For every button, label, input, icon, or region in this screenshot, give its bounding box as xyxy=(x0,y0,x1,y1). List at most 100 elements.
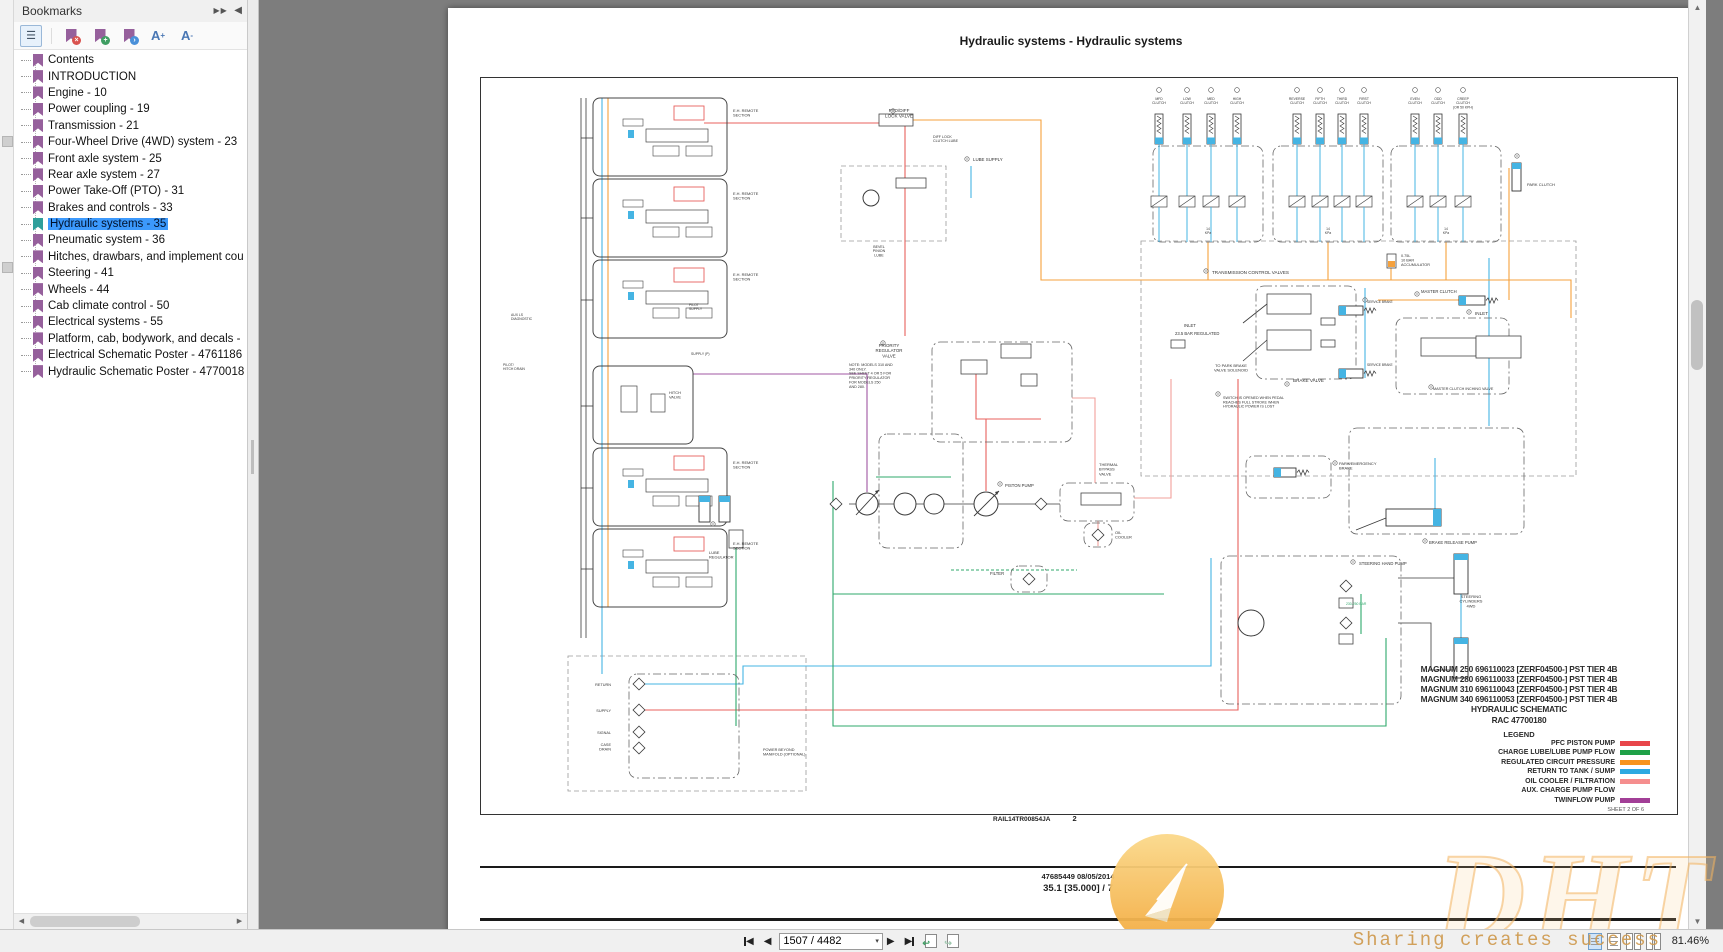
scroll-down-icon[interactable]: ▼ xyxy=(1693,917,1702,926)
svg-text:SUPPLY (P): SUPPLY (P) xyxy=(691,352,710,356)
bookmark-item[interactable]: Hydraulic systems - 35 xyxy=(14,216,247,232)
bookmark-label: Wheels - 44 xyxy=(48,283,110,296)
bookmark-label: Pneumatic system - 36 xyxy=(48,234,165,247)
bookmark-icon xyxy=(33,217,43,231)
last-page-button[interactable]: ▶ xyxy=(904,935,915,947)
panel-float-icon[interactable]: ▶▶ xyxy=(213,6,228,15)
bookmarks-panel-header: Bookmarks ▶▶ ◀ xyxy=(14,0,247,23)
delete-badge-icon: × xyxy=(72,35,81,45)
legend-row: REGULATED CIRCUIT PRESSURE xyxy=(1388,758,1650,768)
panel-horizontal-scrollbar[interactable]: ◀ ▶ xyxy=(14,913,247,929)
bookmark-item[interactable]: Electrical Schematic Poster - 4761186 xyxy=(14,347,247,363)
bookmark-item[interactable]: Hydraulic Schematic Poster - 4770018 xyxy=(14,363,247,379)
zoom-level[interactable]: 81.46% xyxy=(1671,935,1709,947)
sheet-note: SHEET 2 OF 6 xyxy=(1607,807,1644,814)
bookmark-icon xyxy=(123,28,135,43)
vertical-scrollbar[interactable]: ▲ ▼ xyxy=(1688,0,1706,930)
bookmark-item[interactable]: Engine - 10 xyxy=(14,85,247,101)
next-view-button[interactable]: ↪ xyxy=(944,934,960,948)
bookmark-item[interactable]: Power coupling - 19 xyxy=(14,101,247,117)
previous-page-button[interactable]: ◀ xyxy=(763,935,772,947)
previous-view-button[interactable]: ↩ xyxy=(922,934,938,948)
legend-row: PFC PISTON PUMP xyxy=(1388,739,1650,749)
bookmark-item[interactable]: Rear axle system - 27 xyxy=(14,167,247,183)
bookmark-item[interactable]: Steering - 41 xyxy=(14,265,247,281)
facing-view-button[interactable] xyxy=(1625,932,1641,950)
legend-row: OIL COOLER / FILTRATION xyxy=(1388,777,1650,787)
panel-splitter[interactable] xyxy=(248,0,259,930)
bookmark-icon xyxy=(33,168,43,182)
svg-text:MASTER CLUTCH: MASTER CLUTCH xyxy=(1421,289,1457,294)
bookmark-item[interactable]: Electrical systems - 55 xyxy=(14,314,247,330)
model-lines: MAGNUM 250 696110023 [ZERF04500-] PST TI… xyxy=(1420,664,1618,725)
increase-text-size-button[interactable]: A+ xyxy=(150,28,166,43)
legend-row: AUX. CHARGE PUMP FLOW xyxy=(1388,786,1650,796)
bookmark-icon xyxy=(65,28,77,43)
page-number-input[interactable] xyxy=(779,932,884,950)
scrollbar-thumb[interactable] xyxy=(1691,300,1703,370)
bookmark-item[interactable]: Power Take-Off (PTO) - 31 xyxy=(14,183,247,199)
svg-text:TRANSMISSION CONTROL VALVES: TRANSMISSION CONTROL VALVES xyxy=(1212,270,1289,275)
bookmark-label: Hitches, drawbars, and implement cou xyxy=(48,250,244,263)
bookmark-label: Brakes and controls - 33 xyxy=(48,201,173,214)
bookmark-item[interactable]: Front axle system - 25 xyxy=(14,150,247,166)
bookmark-item[interactable]: Cab climate control - 50 xyxy=(14,298,247,314)
add-bookmark-button[interactable]: + xyxy=(90,26,110,46)
svg-text:SERVICE BRAKE: SERVICE BRAKE xyxy=(1367,363,1393,367)
page-dropdown-icon[interactable]: ▾ xyxy=(875,938,879,945)
next-page-button[interactable]: ▶ xyxy=(886,935,895,947)
first-page-button[interactable]: ◀ xyxy=(744,935,754,947)
watermark-logo xyxy=(1110,834,1224,948)
scroll-up-icon[interactable]: ▲ xyxy=(1693,3,1702,12)
svg-text:SUPPLY: SUPPLY xyxy=(596,709,611,713)
continuous-view-button[interactable] xyxy=(1606,932,1621,950)
bookmark-item[interactable]: INTRODUCTION xyxy=(14,68,247,84)
bookmark-item[interactable]: Brakes and controls - 33 xyxy=(14,200,247,216)
footer-page-number: 35.1 [35.000] / 7 xyxy=(1043,883,1113,894)
legend-row: CHARGE LUBE/LUBE PUMP FLOW xyxy=(1388,748,1650,758)
bookmark-item[interactable]: Pneumatic system - 36 xyxy=(14,232,247,248)
bookmark-icon xyxy=(33,135,43,149)
facing-continuous-view-button[interactable] xyxy=(1645,932,1661,950)
locate-bookmark-button[interactable]: › xyxy=(119,26,139,46)
bookmark-item[interactable]: Four-Wheel Drive (4WD) system - 23 xyxy=(14,134,247,150)
panel-tab-icon[interactable] xyxy=(2,262,13,273)
panel-tab-icon[interactable] xyxy=(2,136,13,147)
bookmark-label: Transmission - 21 xyxy=(48,119,139,132)
scrollbar-thumb[interactable] xyxy=(30,916,140,927)
legend-title: LEGEND xyxy=(1503,729,1535,739)
scroll-right-icon[interactable]: ▶ xyxy=(236,918,243,925)
decrease-text-size-button[interactable]: A- xyxy=(180,28,194,43)
bookmark-item[interactable]: Contents xyxy=(14,52,247,68)
scroll-left-icon[interactable]: ◀ xyxy=(18,918,25,925)
delete-bookmark-button[interactable]: × xyxy=(61,26,81,46)
svg-text:STEERING HAND PUMP: STEERING HAND PUMP xyxy=(1359,561,1407,566)
bookmark-item[interactable]: Platform, cab, bodywork, and decals - xyxy=(14,331,247,347)
panel-collapse-icon[interactable]: ◀ xyxy=(234,5,243,16)
single-page-view-button[interactable] xyxy=(1587,932,1602,950)
bookmark-options-button[interactable]: ☰ xyxy=(20,24,42,47)
bookmark-item[interactable]: Wheels - 44 xyxy=(14,281,247,297)
bookmark-icon xyxy=(33,201,43,215)
bookmark-item[interactable]: Transmission - 21 xyxy=(14,118,247,134)
bookmark-item[interactable]: Hitches, drawbars, and implement cou xyxy=(14,249,247,265)
bookmark-label: Front axle system - 25 xyxy=(48,152,162,165)
bookmark-icon xyxy=(33,250,43,264)
bookmark-icon xyxy=(33,70,43,84)
status-bar: ◀ ◀ ▾ ▶ ▶ ↩ ↪ 81.46% xyxy=(0,929,1723,952)
bookmark-label: Hydraulic systems - 35 xyxy=(48,218,169,231)
svg-text:RETURN: RETURN xyxy=(595,683,611,687)
